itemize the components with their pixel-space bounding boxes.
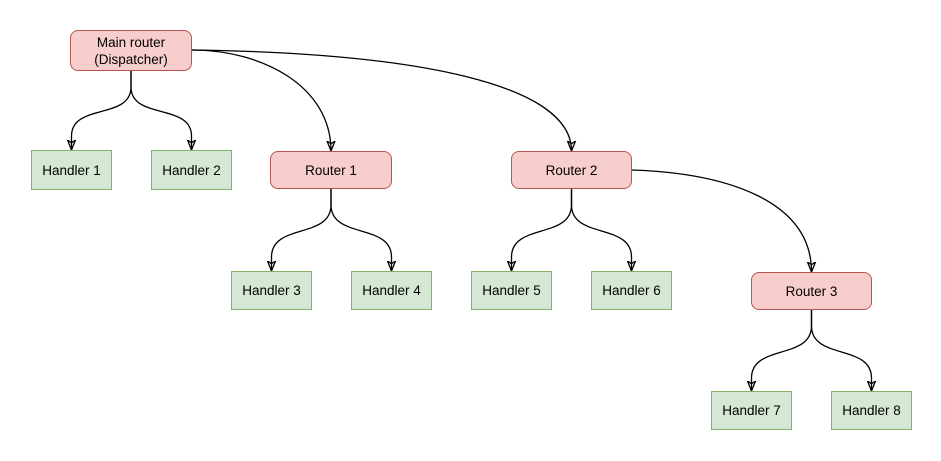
edge-main-router-to-router-2 <box>191 49 572 151</box>
node-handler-3: Handler 3 <box>231 271 312 310</box>
node-label: Handler 5 <box>482 283 541 298</box>
node-label: Handler 4 <box>362 283 421 298</box>
node-handler-1: Handler 1 <box>31 150 112 190</box>
edge-router-3-to-handler-8 <box>810 310 872 391</box>
edge-router-2-to-router-3 <box>631 169 812 272</box>
node-handler-5: Handler 5 <box>471 271 552 310</box>
edge-main-router-to-handler-2 <box>130 71 192 150</box>
node-handler-4: Handler 4 <box>351 271 432 310</box>
edge-router-1-to-handler-4 <box>330 189 392 271</box>
node-label: Router 2 <box>545 162 598 178</box>
node-label: Handler 3 <box>242 283 301 298</box>
node-label: Handler 7 <box>722 403 781 418</box>
node-label: Handler 6 <box>602 283 661 298</box>
node-router-3: Router 3 <box>751 272 872 310</box>
node-label: Handler 8 <box>842 403 901 418</box>
node-handler-6: Handler 6 <box>591 271 672 310</box>
node-handler-8: Handler 8 <box>831 391 912 430</box>
node-handler-2: Handler 2 <box>151 150 232 190</box>
node-label: Handler 1 <box>42 162 101 178</box>
node-label: Router 1 <box>305 162 357 178</box>
node-router-2: Router 2 <box>511 151 632 189</box>
node-label: Main router (Dispatcher) <box>94 34 168 67</box>
node-main-router: Main router (Dispatcher) <box>70 30 192 71</box>
node-label: Handler 2 <box>162 162 221 178</box>
node-handler-7: Handler 7 <box>711 391 792 430</box>
edge-router-1-to-handler-3 <box>272 189 332 271</box>
edge-main-router-to-router-1 <box>191 49 331 151</box>
edge-router-3-to-handler-7 <box>752 310 813 391</box>
node-label: Router 3 <box>785 283 838 299</box>
edge-router-2-to-handler-6 <box>570 189 632 271</box>
node-router-1: Router 1 <box>270 151 392 189</box>
edge-main-router-to-handler-1 <box>72 71 132 150</box>
edge-router-2-to-handler-5 <box>512 189 573 271</box>
